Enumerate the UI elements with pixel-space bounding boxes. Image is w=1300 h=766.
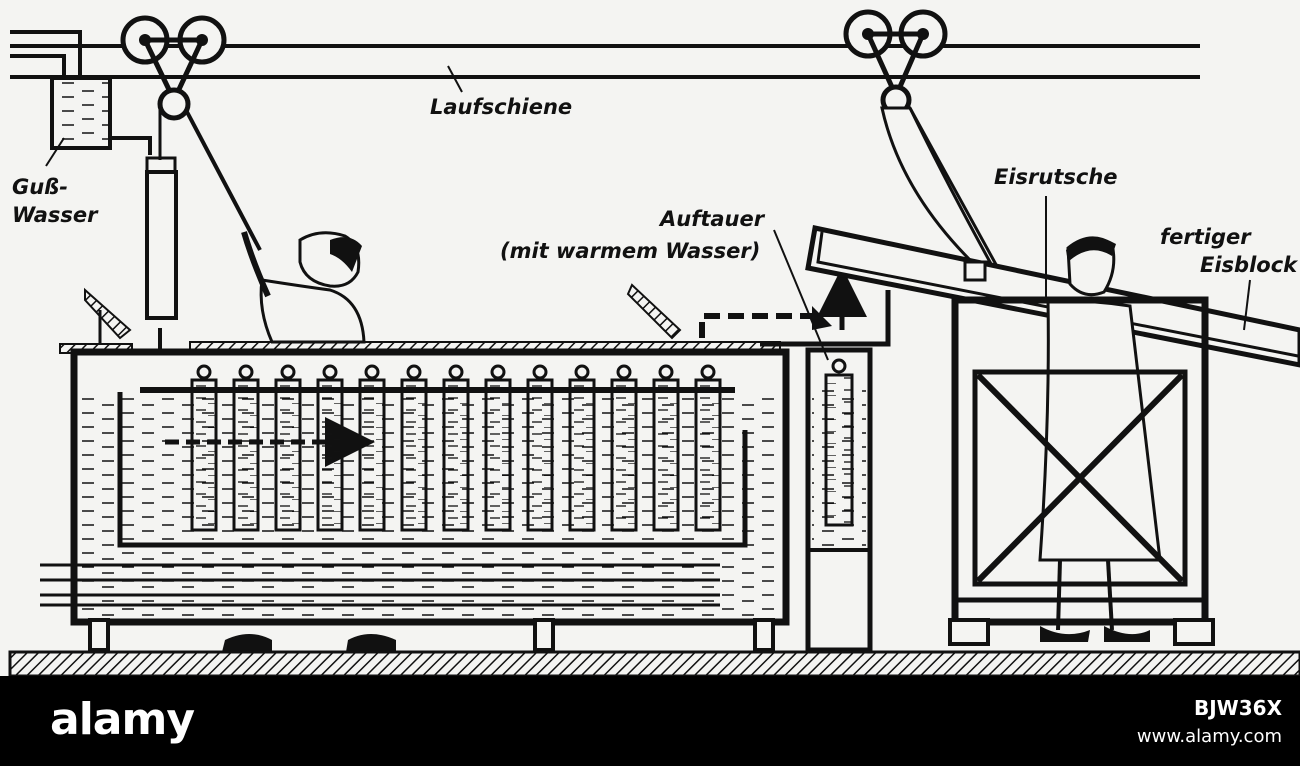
watermark-logo: alamy — [50, 694, 195, 745]
ice-mold — [652, 364, 680, 532]
ice-molds — [190, 364, 722, 532]
label-finished-block-line2: Eisblock — [1200, 253, 1299, 277]
ice-mold — [232, 364, 260, 532]
ice-mold — [316, 364, 344, 532]
worker-left — [241, 231, 366, 344]
ice-factory-illustration: Laufschiene Guß- Wasser Auftauer (mit wa… — [0, 0, 1300, 676]
label-casting-water-line2: Wasser — [12, 203, 99, 227]
ice-mold — [568, 364, 596, 532]
ice-mold — [274, 364, 302, 532]
ice-mold — [400, 364, 428, 532]
label-thawer-line1: Auftauer — [658, 207, 766, 231]
leader-lines — [45, 65, 1251, 361]
label-rail: Laufschiene — [430, 95, 572, 119]
ice-mold — [358, 364, 386, 532]
ice-factory-diagram: Laufschiene Guß- Wasser Auftauer (mit wa… — [8, 9, 1300, 676]
casting-water-tank — [10, 30, 152, 155]
label-casting-water-line1: Guß- — [12, 175, 68, 199]
stand-frame — [948, 296, 1215, 646]
worker-left-boots — [222, 634, 396, 652]
watermark-bar: alamy BJW36X www.alamy.com — [0, 676, 1300, 766]
label-thawer-line2: (mit warmem Wasser) — [500, 239, 760, 263]
transfer-arrow — [699, 267, 867, 338]
label-ice-chute: Eisrutsche — [994, 165, 1118, 189]
thawer — [760, 290, 891, 653]
ice-mold — [694, 364, 722, 532]
watermark-image-id: BJW36X — [1194, 696, 1282, 720]
ice-mold — [610, 364, 638, 532]
label-finished-block-line1: fertiger — [1160, 225, 1252, 249]
ice-mold — [484, 364, 512, 532]
ice-mold — [190, 364, 218, 532]
left-trolley — [120, 15, 262, 251]
right-trolley — [843, 9, 1012, 291]
worker-right — [1038, 236, 1162, 642]
floor — [8, 650, 1300, 676]
ice-mold — [442, 364, 470, 532]
hanging-mold — [140, 170, 180, 392]
watermark-url: www.alamy.com — [1136, 726, 1282, 747]
ice-mold — [526, 364, 554, 532]
